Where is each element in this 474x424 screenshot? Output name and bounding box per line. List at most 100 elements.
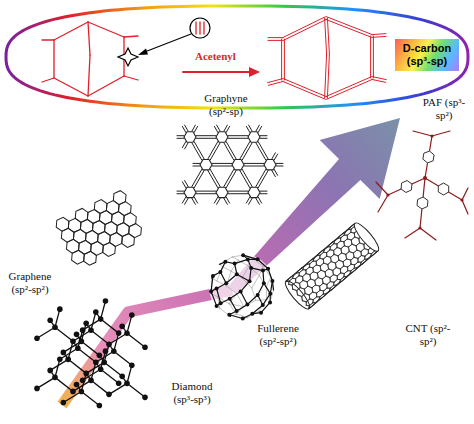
carbon-atom: [52, 375, 58, 381]
bond-line: [349, 260, 353, 264]
bond-line: [347, 232, 350, 235]
bond-line: [337, 241, 340, 244]
carbon-atom: [215, 286, 219, 290]
bond-line: [294, 279, 298, 283]
bond-line: [352, 243, 356, 247]
bond-line: [318, 276, 322, 280]
carbon-atom: [261, 303, 265, 307]
triple-bond: [228, 135, 248, 136]
bond-line: [313, 265, 316, 268]
bond-line: [266, 277, 271, 287]
carbon-atom: [103, 348, 109, 354]
bond-line: [78, 348, 96, 362]
bond-line: [308, 275, 312, 279]
bond-line: [305, 292, 309, 296]
hexagon-ring: [184, 187, 196, 197]
phenyl-ring: [401, 181, 412, 193]
bond-line: [330, 280, 334, 284]
carbon-atom: [119, 374, 125, 380]
bond-line: [124, 76, 138, 80]
bond-line: [54, 78, 88, 96]
bond-line: [310, 261, 313, 264]
bond-line: [296, 281, 300, 285]
bond-line: [339, 269, 343, 273]
bond-line: [320, 263, 323, 266]
bond-line: [351, 268, 354, 271]
carbon-atom: [111, 348, 117, 354]
triple-bond: [192, 125, 196, 131]
bond-line: [319, 266, 323, 270]
bond-line: [320, 257, 324, 261]
bond-line: [53, 40, 54, 78]
bond-line: [291, 285, 295, 289]
bond-line: [323, 282, 327, 286]
bond-line: [356, 243, 359, 246]
bond-line: [334, 248, 337, 251]
carbon-node: [430, 134, 433, 137]
carbon-atom: [74, 382, 80, 388]
bond-line: [320, 283, 323, 286]
bond-line: [127, 365, 132, 383]
bond-line: [355, 262, 358, 265]
bond-line: [321, 279, 325, 283]
triple-bond: [242, 143, 252, 160]
triple-bond: [228, 193, 248, 194]
bond-line: [351, 226, 354, 229]
bond-line: [330, 244, 333, 247]
bond-line: [331, 254, 334, 257]
bond-line: [328, 278, 332, 282]
bond-line: [301, 276, 305, 280]
bond-line: [333, 273, 337, 277]
bond-line: [252, 276, 260, 288]
bond-line: [324, 288, 327, 291]
ball-ground: [209, 254, 275, 320]
triple-bond: [272, 153, 276, 159]
bond-line: [42, 78, 54, 82]
carbon-atom: [98, 366, 104, 372]
bond-line: [230, 299, 237, 311]
triple-bond: [282, 81, 325, 99]
bond-line: [37, 327, 55, 338]
triple-bond: [260, 138, 267, 139]
carbon-atom: [57, 306, 63, 312]
bond-line: [232, 257, 238, 260]
bond-line: [355, 262, 358, 265]
triple-bond: [281, 39, 282, 80]
bond-line: [372, 251, 375, 254]
triple-bond: [327, 17, 373, 35]
bond-line: [405, 228, 420, 238]
carbon-atom: [233, 262, 237, 266]
carbon-atom: [57, 356, 63, 362]
bond-line: [352, 253, 356, 257]
bond-line: [353, 265, 356, 268]
carbon-atom: [103, 298, 109, 304]
allotrope-label: CNT (sp²-sp²): [400, 322, 456, 347]
carbon-node: [460, 198, 463, 201]
carbon-atom: [259, 311, 263, 315]
carbon-atom: [106, 341, 112, 347]
bond-line: [332, 250, 336, 254]
bond-line: [308, 264, 311, 267]
bond-line: [340, 277, 343, 280]
bond-line: [326, 264, 330, 268]
carbon-atom: [74, 332, 80, 338]
carbon-atom: [249, 266, 253, 270]
carbon-atom: [83, 371, 89, 377]
bond-line: [337, 241, 340, 244]
bond-line: [88, 76, 124, 96]
bond-line: [347, 247, 351, 251]
carbon-atom: [101, 360, 107, 366]
triple-bond: [246, 126, 250, 132]
hexagon-ring: [81, 250, 99, 267]
bond-line: [309, 292, 312, 295]
carbon-atom: [70, 389, 76, 395]
bond-line: [320, 252, 323, 255]
bond-line: [320, 289, 324, 293]
bond-line: [331, 260, 335, 264]
bond-line: [330, 280, 334, 284]
carbon-atom: [245, 302, 249, 306]
triple-bond: [210, 169, 220, 186]
bond-line: [360, 241, 364, 245]
bond-line: [362, 244, 366, 248]
bond-line: [114, 333, 119, 351]
